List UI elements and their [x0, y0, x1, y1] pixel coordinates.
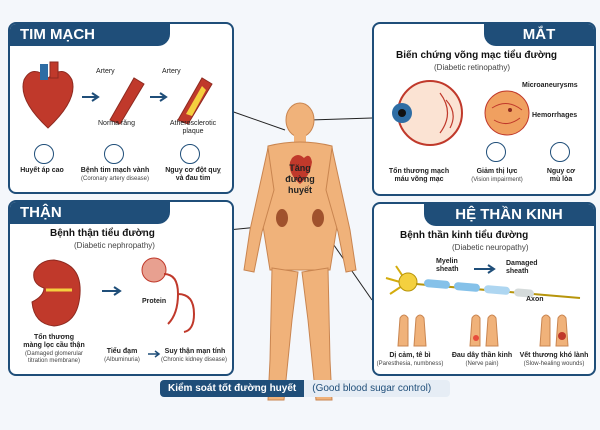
eye-panel: MẮT Biến chứng võng mạc tiểu đường (Diab…	[372, 22, 596, 196]
membrane-damage-en-2: titration membrane)	[27, 358, 81, 364]
athero-label-1: Atherosclerotic	[169, 120, 217, 127]
footer-banner: Kiểm soát tốt đường huyết (Good blood su…	[160, 380, 450, 397]
retina-damage-label-1: Tổn thương mạch	[388, 168, 450, 175]
footer-en: (Good blood sugar control)	[304, 380, 450, 397]
arrow-right-icon	[148, 350, 161, 358]
center-label-3: huyết	[287, 185, 312, 195]
center-label-2: đường	[285, 174, 315, 184]
axon-label: Axon	[526, 296, 544, 303]
kidney-panel: THẬN Bệnh thận tiểu đường (Diabetic neph…	[8, 200, 234, 376]
cad-label: Bệnh tim mạch vành	[80, 167, 150, 174]
footer-vi: Kiểm soát tốt đường huyết	[160, 380, 305, 397]
blindness-label-1: Nguy cơ	[546, 168, 576, 175]
membrane-damage-label-1: Tổn thương	[34, 334, 74, 341]
numbness-label: Dị cảm, tê bì	[389, 352, 431, 359]
vision-label: Giảm thị lực	[476, 168, 518, 175]
heart-pulse-icon	[104, 144, 124, 164]
albuminuria-en-label: (Albuminuria)	[104, 357, 140, 363]
nerve-pain-en-label: (Nerve pain)	[465, 361, 499, 367]
eye-panel-title: MẮT	[484, 24, 594, 46]
stethoscope-icon	[34, 144, 54, 164]
eye-subtitle-en: (Diabetic retinopathy)	[434, 63, 511, 72]
kidney-subtitle-en: (Diabetic nephropathy)	[74, 241, 155, 250]
membrane-damage-en-1: (Damaged glomerular	[24, 351, 84, 357]
myelin-label-1: Myelin	[436, 258, 458, 265]
hypertension-label: Huyết áp cao	[20, 167, 64, 174]
ckd-en-label: (Chronic kidney disease)	[160, 357, 228, 363]
arrow-right-icon	[82, 92, 100, 102]
artery-label-1: Artery	[96, 68, 115, 75]
athero-label-2: plaque	[182, 128, 204, 135]
heart-panel: TIM MẠCH Artery Artery Norma răng Athero…	[8, 22, 234, 194]
normal-artery-label: Norma răng	[98, 120, 135, 127]
heart-panel-title: TIM MẠCH	[10, 24, 170, 46]
feet-icon	[397, 314, 427, 347]
nephron-icon	[141, 257, 196, 333]
wound-foot-icon	[539, 314, 569, 347]
damaged-sheath-label-1: Damaged	[506, 260, 538, 267]
myelin-label-2: sheath	[436, 266, 459, 273]
vision-en-label: (Vision impairment)	[471, 177, 523, 183]
plaque-artery-icon	[177, 77, 213, 125]
damaged-sheath-label-2: sheath	[506, 268, 529, 275]
nerve-pain-feet-icon	[469, 314, 499, 347]
nerve-subtitle-en: (Diabetic neuropathy)	[452, 243, 529, 252]
stroke-label-1: Nguy cơ đột quỵ	[165, 167, 221, 174]
normal-artery-icon	[109, 77, 145, 125]
arrow-right-icon	[474, 264, 496, 274]
nerve-pain-label: Đau dây thần kinh	[451, 352, 513, 359]
kidney-panel-title: THẬN	[10, 202, 170, 224]
human-body-figure	[243, 102, 357, 401]
eye-slash-icon	[550, 142, 570, 162]
membrane-damage-label-2: màng lọc cầu thận	[23, 342, 85, 349]
stroke-label-2: và đau tim	[175, 175, 211, 182]
eye-subtitle: Biến chứng võng mạc tiểu đường	[396, 50, 558, 61]
kidney-icon	[31, 259, 81, 327]
protein-label: Protein	[142, 298, 167, 305]
wound-en-label: (Slow-healing wounds)	[523, 361, 585, 367]
cad-en-label: (Coronary artery disease)	[80, 176, 150, 182]
heart-icon	[22, 61, 74, 129]
retina-damage-label-2: máu võng mạc	[394, 176, 444, 183]
arrow-right-icon	[102, 286, 122, 296]
blindness-label-2: mù lòa	[549, 176, 573, 183]
eye-anatomy-icon	[392, 80, 463, 146]
nerve-panel: HỆ THẦN KINH Bệnh thần kinh tiểu đường (…	[372, 202, 596, 376]
artery-label-2: Artery	[162, 68, 181, 75]
retina-closeup-icon	[484, 90, 530, 136]
brain-icon	[180, 144, 200, 164]
numbness-en-label: (Paresthesia, numbness)	[376, 361, 444, 367]
center-label-1: Tăng	[289, 163, 311, 173]
hemorrhages-label: Hemorrhages	[532, 112, 578, 119]
nerve-panel-title: HỆ THẦN KINH	[424, 204, 594, 226]
albuminuria-label: Tiểu đạm	[106, 348, 138, 355]
neuron-icon	[385, 265, 581, 299]
arrow-right-icon	[150, 92, 168, 102]
nerve-subtitle: Bệnh thần kinh tiểu đường	[400, 230, 529, 241]
ckd-label: Suy thận mạn tính	[164, 348, 226, 355]
kidney-subtitle: Bệnh thận tiểu đường	[50, 228, 155, 239]
wound-label: Vết thương khó lành	[519, 352, 589, 359]
eye-icon	[486, 142, 506, 162]
microaneurysms-label: Microaneurysms	[522, 82, 578, 89]
